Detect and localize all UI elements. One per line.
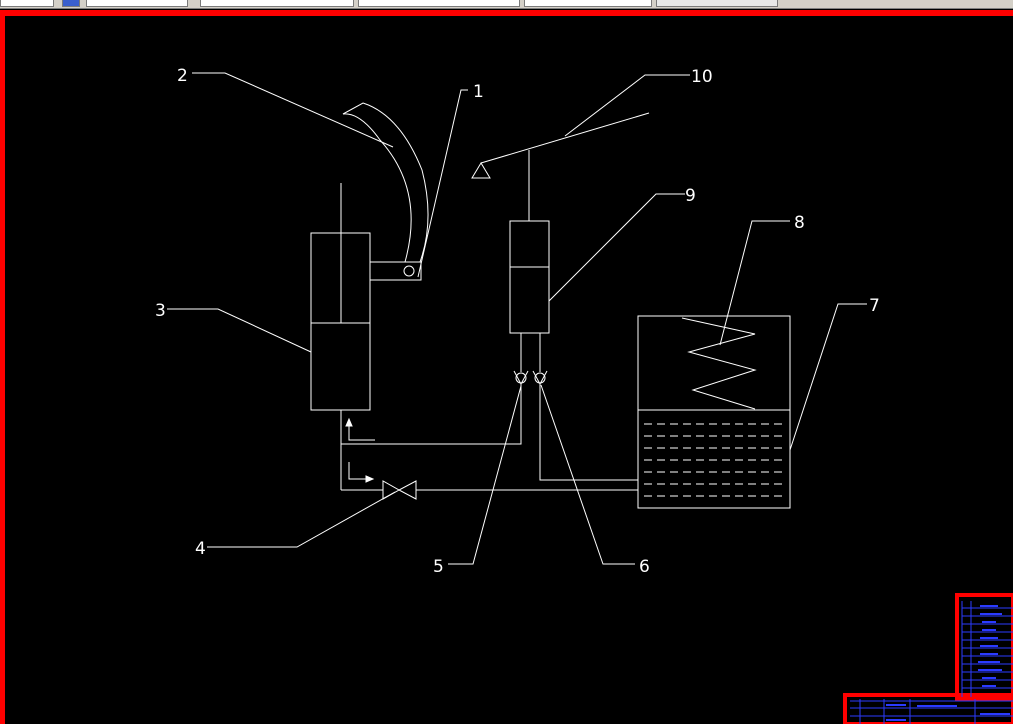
leader-9 bbox=[548, 193, 685, 302]
leader-6 bbox=[540, 384, 635, 565]
leader-7 bbox=[789, 303, 867, 451]
fulcrum-triangle bbox=[471, 162, 491, 179]
toolbar-icon[interactable] bbox=[62, 0, 80, 7]
pipe bbox=[341, 384, 522, 445]
part-label-1: 1 bbox=[473, 82, 484, 102]
flow-arrow bbox=[348, 462, 372, 480]
part-label-3: 3 bbox=[155, 301, 166, 321]
title-block bbox=[843, 593, 1013, 724]
leader-3 bbox=[167, 308, 312, 353]
leader-5 bbox=[448, 385, 522, 565]
part-label-7: 7 bbox=[869, 296, 880, 316]
reservoir bbox=[637, 315, 791, 509]
part-label-2: 2 bbox=[177, 66, 188, 86]
flow-arrow-head bbox=[345, 417, 353, 427]
toolbar-tab[interactable] bbox=[0, 0, 54, 7]
flow-arrow bbox=[348, 424, 375, 441]
lever-bracket bbox=[369, 261, 422, 281]
leader-10 bbox=[564, 74, 690, 137]
part-label-9: 9 bbox=[685, 186, 696, 206]
flow-arrow-head bbox=[365, 475, 375, 483]
toolbar-strip bbox=[0, 0, 1013, 9]
pivot-pin bbox=[403, 265, 415, 277]
leader-4 bbox=[207, 491, 396, 548]
drawing-frame bbox=[0, 10, 1013, 724]
leader-2 bbox=[192, 72, 394, 148]
toolbar-tab[interactable] bbox=[200, 0, 354, 7]
slave-cylinder-body bbox=[509, 220, 550, 334]
stop-valve-4-right bbox=[397, 480, 417, 500]
part-label-5: 5 bbox=[433, 557, 444, 577]
leader-1 bbox=[417, 89, 468, 278]
pedal-lever bbox=[342, 102, 429, 263]
spring bbox=[681, 317, 757, 410]
toolbar-tab[interactable] bbox=[86, 0, 188, 7]
toolbar-tab[interactable] bbox=[358, 0, 520, 7]
fluid-dashes bbox=[644, 423, 785, 497]
toolbar-tab[interactable] bbox=[656, 0, 778, 7]
toolbar-tab[interactable] bbox=[524, 0, 652, 7]
part-label-10: 10 bbox=[691, 67, 713, 87]
part-label-4: 4 bbox=[195, 539, 206, 559]
part-label-6: 6 bbox=[639, 557, 650, 577]
leader-8 bbox=[719, 220, 790, 346]
load-beam bbox=[480, 112, 650, 164]
pipe bbox=[539, 384, 638, 481]
stop-valve-4-left bbox=[382, 480, 401, 500]
part-label-8: 8 bbox=[794, 213, 805, 233]
